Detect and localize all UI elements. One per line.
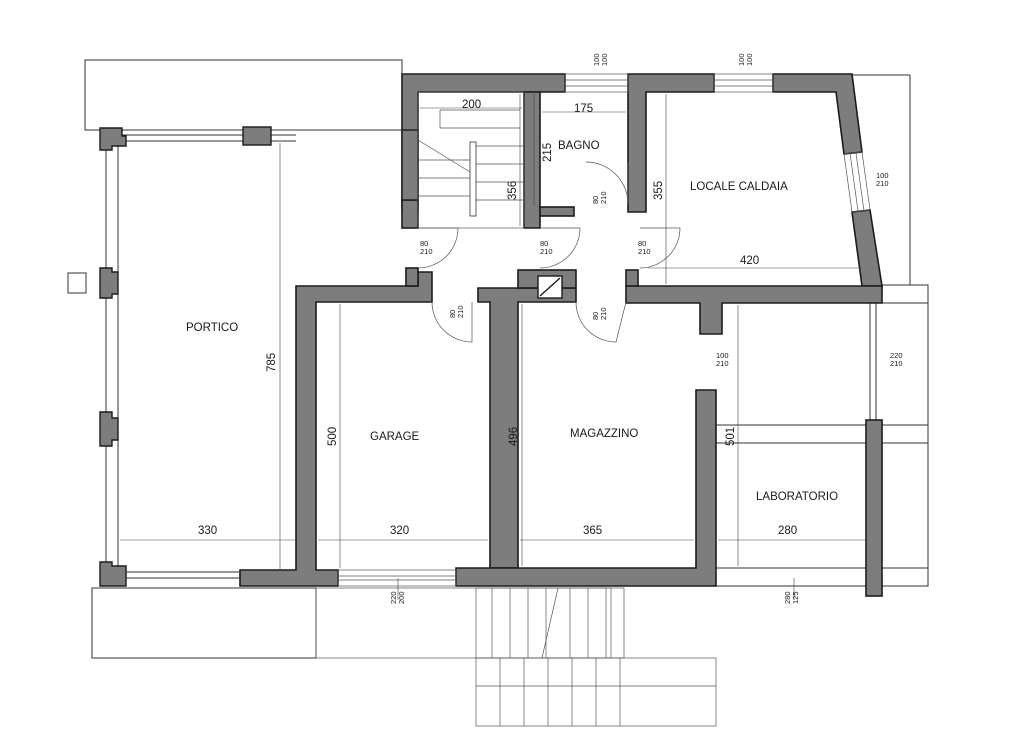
svg-text:80: 80 [591, 312, 600, 320]
dim-magazzino-width: 365 [583, 525, 602, 537]
dim-caldaia-width: 420 [740, 255, 759, 267]
door-swings [417, 161, 681, 343]
portico-structure [99, 126, 419, 587]
door-magazzino-swing [575, 301, 627, 343]
dim-stair-depth: 356 [507, 181, 519, 200]
svg-text:210: 210 [599, 191, 608, 204]
opening-labels: 100 100 100 100 100 210 80 210 80 210 80… [389, 53, 903, 604]
room-label-laboratorio: LABORATORIO [756, 491, 838, 503]
interior-stair [417, 91, 525, 229]
svg-text:125: 125 [791, 591, 800, 604]
caldaia-east-wall [851, 209, 883, 287]
stairwell-east-wall [523, 91, 541, 229]
lab-beam [715, 424, 929, 444]
svg-text:80: 80 [540, 239, 548, 248]
dim-garage-depth: 500 [327, 427, 339, 446]
svg-text:100: 100 [876, 171, 889, 180]
svg-text:210: 210 [456, 305, 465, 318]
garage-gate-label: 220 200 [389, 591, 406, 604]
pillar-w2 [99, 411, 119, 447]
portico-side-step [67, 272, 87, 294]
svg-text:200: 200 [397, 591, 406, 604]
lab-wall-stub [879, 284, 929, 304]
room-label-portico: PORTICO [186, 322, 238, 334]
caldaia-north-wall [772, 73, 863, 155]
chimney-flue [537, 275, 563, 299]
room-label-magazzino: MAGAZZINO [570, 428, 638, 440]
dim-magazzino-depth: 496 [508, 427, 520, 446]
corridor-south-wall [625, 285, 883, 335]
svg-text:210: 210 [716, 359, 729, 368]
magazzino-door-jamb [625, 269, 639, 287]
dim-stair-width: 200 [462, 99, 481, 111]
dim-portico-width: 330 [198, 525, 217, 537]
portico-east-wall [401, 129, 419, 201]
dim-laboratorio-width: 280 [778, 525, 797, 537]
door-bagno-label: 80 210 [591, 191, 608, 204]
svg-text:80: 80 [448, 310, 457, 318]
svg-text:220: 220 [890, 351, 903, 360]
pillar-nw [99, 127, 127, 151]
dimension-lines [120, 94, 866, 600]
svg-text:100: 100 [745, 53, 754, 66]
window-lab-east-label: 220 210 [890, 351, 903, 368]
svg-text:80: 80 [638, 239, 646, 248]
window-lab-south-label: 280 125 [783, 591, 800, 604]
svg-text:210: 210 [890, 359, 903, 368]
door-bagno-swing [585, 161, 629, 205]
window-bagno-label: 100 100 [592, 53, 609, 66]
lab-south-sill [715, 567, 929, 587]
front-platform-outline [91, 587, 317, 659]
stairwell-west-wall-end [401, 199, 419, 229]
bagno-wall-stub [539, 206, 575, 217]
door-magazzino-label: 80 210 [591, 307, 608, 320]
door-hall-east-swing [639, 227, 681, 269]
svg-text:220: 220 [389, 591, 398, 604]
svg-text:80: 80 [591, 196, 600, 204]
pillar-sw [99, 561, 127, 587]
dim-caldaia-depth: 355 [653, 181, 665, 200]
room-label-locale-caldaia: LOCALE CALDAIA [690, 181, 788, 193]
walls [239, 73, 883, 597]
dim-garage-width: 320 [390, 525, 409, 537]
door-garage-label: 80 210 [448, 305, 465, 318]
dim-laboratorio-depth: 501 [725, 427, 737, 446]
door-hall-west-label: 80 210 [540, 239, 553, 256]
window-caldaia-top-label: 100 100 [737, 53, 754, 66]
svg-text:210: 210 [540, 247, 553, 256]
svg-text:210: 210 [876, 179, 889, 188]
svg-text:100: 100 [737, 53, 746, 66]
exterior-stair [315, 587, 717, 727]
windows [337, 73, 871, 587]
pillar-n [242, 126, 272, 146]
svg-text:100: 100 [600, 53, 609, 66]
room-label-garage: GARAGE [370, 431, 420, 443]
svg-text:210: 210 [638, 247, 651, 256]
dim-bagno-depth: 215 [542, 143, 554, 162]
door-garage-swing [431, 301, 473, 343]
door-hall-west-swing [539, 227, 581, 269]
dimension-labels: 200 175 215 356 355 420 785 330 500 320 … [198, 99, 797, 537]
svg-text:100: 100 [592, 53, 601, 66]
portico-roof-outline [84, 59, 403, 131]
garage-door-jamb [405, 267, 419, 287]
dim-portico-depth: 785 [266, 353, 278, 372]
svg-text:210: 210 [420, 247, 433, 256]
svg-text:100: 100 [716, 351, 729, 360]
door-lab-label: 100 210 [716, 351, 729, 368]
room-labels: PORTICO GARAGE MAGAZZINO BAGNO LOCALE CA… [186, 140, 838, 503]
svg-text:210: 210 [599, 307, 608, 320]
door-stair-swing [417, 227, 459, 269]
svg-text:280: 280 [783, 591, 792, 604]
window-caldaia-side-label: 100 210 [876, 171, 889, 188]
dim-bagno-width: 175 [574, 103, 593, 115]
lab-east-pier [865, 419, 883, 597]
door-hall-east-label: 80 210 [638, 239, 651, 256]
pillar-w1 [99, 267, 119, 299]
room-label-bagno: BAGNO [558, 140, 600, 152]
svg-text:80: 80 [420, 239, 428, 248]
door-stair-label: 80 210 [420, 239, 433, 256]
magazzino-west-wall [477, 287, 577, 569]
